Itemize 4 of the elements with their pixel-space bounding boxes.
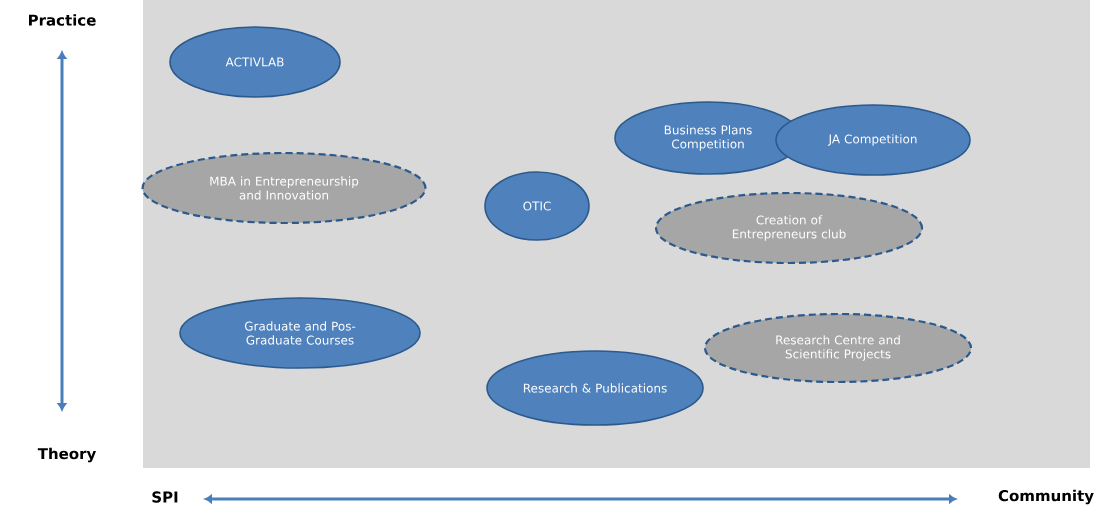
axis-label: Theory bbox=[37, 447, 96, 463]
axis-label: SPI bbox=[152, 491, 178, 503]
axis-label: Community bbox=[998, 489, 1094, 505]
axis-label: Practice bbox=[29, 14, 96, 26]
